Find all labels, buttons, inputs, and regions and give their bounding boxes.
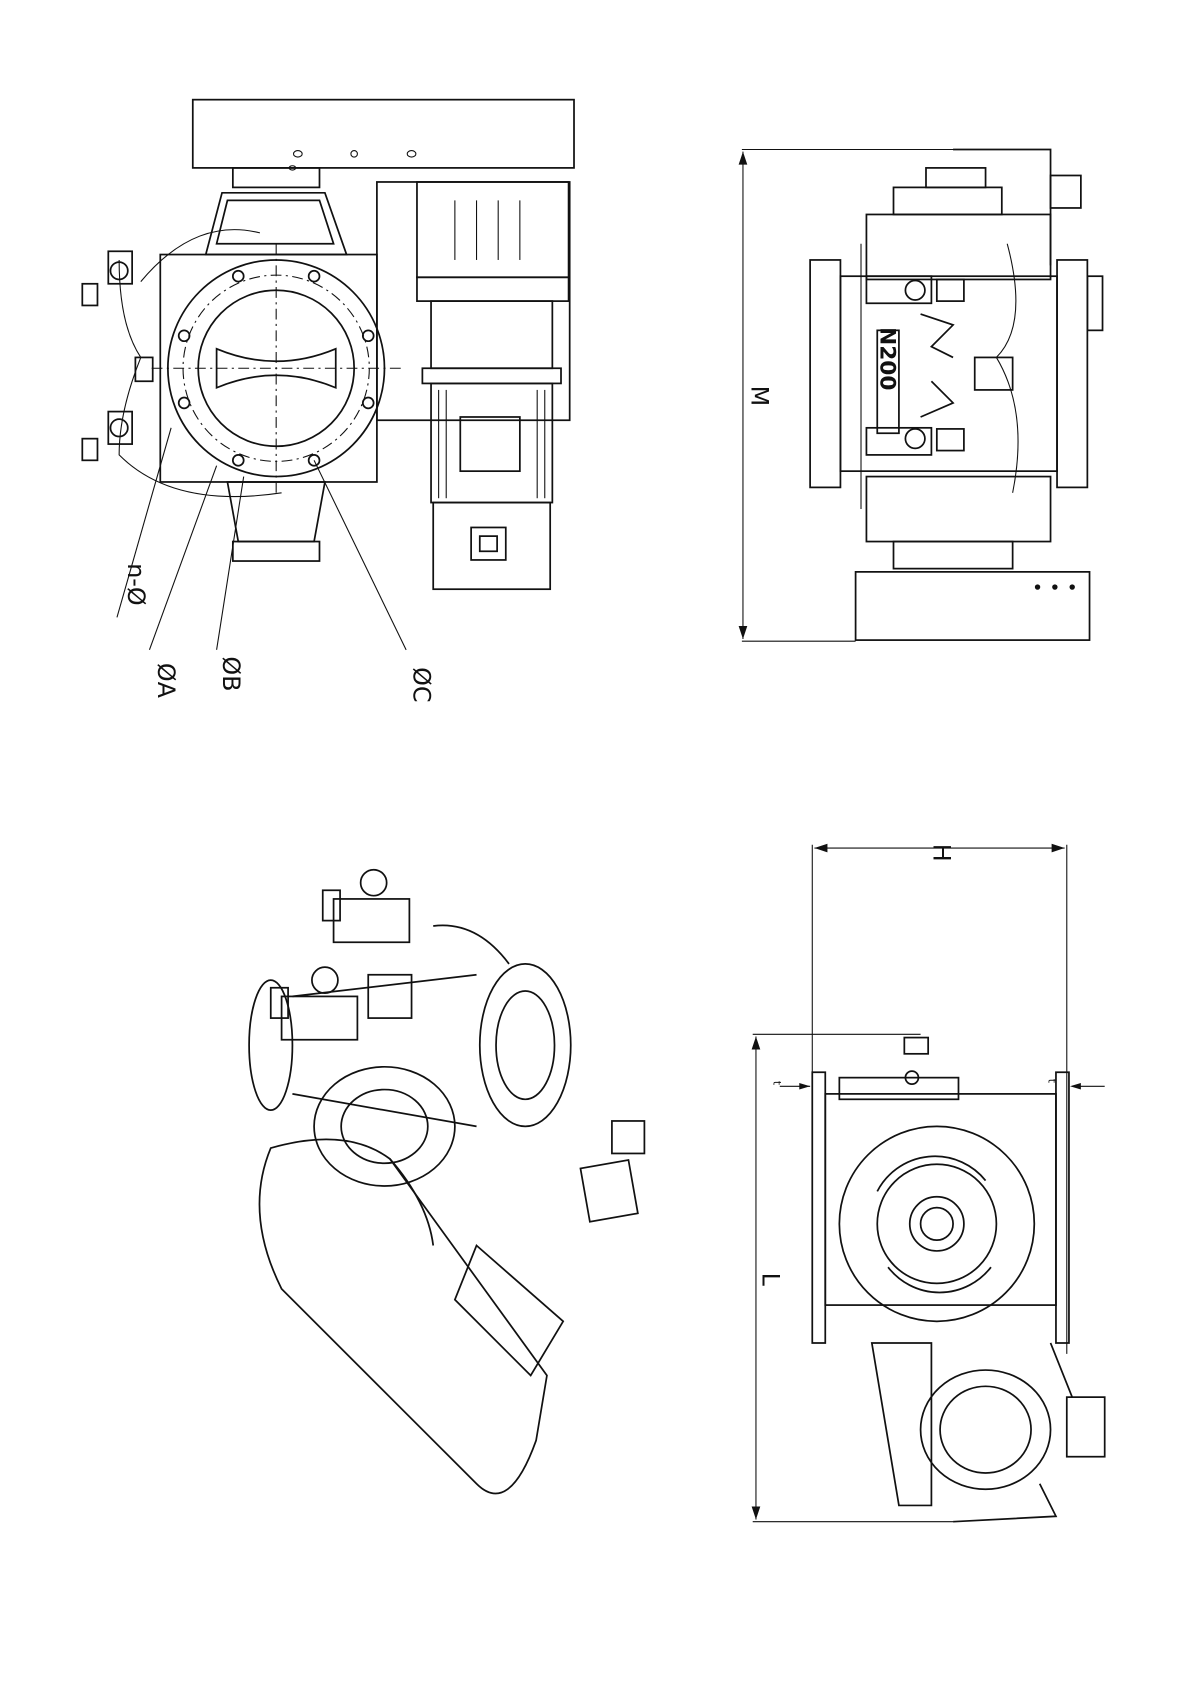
label-holes: n-Ø [122,563,150,605]
side-view [751,843,1106,1523]
dim-h-label: H [928,844,956,862]
dim-m-label: M [746,386,774,407]
thickness-label-right: t [1045,1079,1058,1083]
thickness-label-left: t [770,1081,783,1085]
label-dia-b: ØB [217,656,245,691]
label-dia-a: ØA [152,663,180,699]
top-view [738,148,1104,642]
label-dia-c: ØC [408,667,436,702]
front-view [81,98,575,651]
isometric-view [248,868,646,1495]
dim-l-label: L [756,1273,784,1287]
model-label: N200 [875,327,900,390]
